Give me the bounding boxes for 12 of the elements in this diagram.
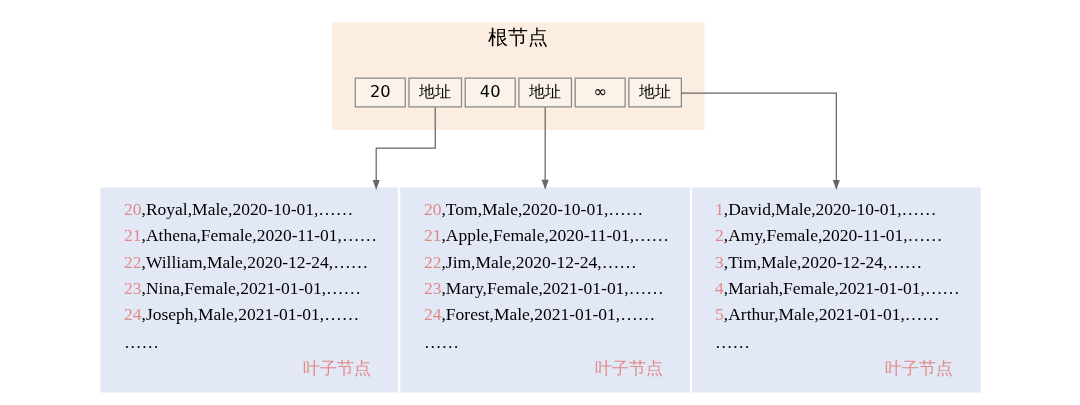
arrow	[541, 106, 549, 190]
node-box: ∞	[574, 77, 626, 108]
node-box: 20,Royal,Male,2020-10-01,…… 21,Athena,Female,2020-11-01,…… 22,William,Male,2020-12-24,…… 23,Nina,Female,2021-01-01,…… 24,Joseph,Male,2021-01-01,…… …… 叶子节点	[99, 187, 398, 393]
arrow	[680, 92, 840, 190]
node-box: 1,David,Male,2020-10-01,…… 2,Amy,Female,2020-11-01,…… 3,Tim,Male,2020-12-24,…… 4,Mariah,Female,2021-01-01,…… 5,Arthur,Male,2021-01-01,…… …… 叶子节点	[691, 187, 981, 393]
node-box: 20,Tom,Male,2020-10-01,…… 21,Apple,Female,2020-11-01,…… 22,Jim,Male,2020-12-24,…… 23,Mary,Female,2021-01-01,…… 24,Forest,Male,2021-01-01,…… …… 叶子节点	[399, 187, 690, 393]
node-box: 20	[354, 77, 406, 108]
node-box: 地址	[407, 77, 462, 108]
node-box: 40	[464, 77, 516, 108]
arrow	[372, 106, 436, 190]
node-box: 地址	[627, 77, 682, 108]
node-box: 地址	[517, 77, 572, 108]
